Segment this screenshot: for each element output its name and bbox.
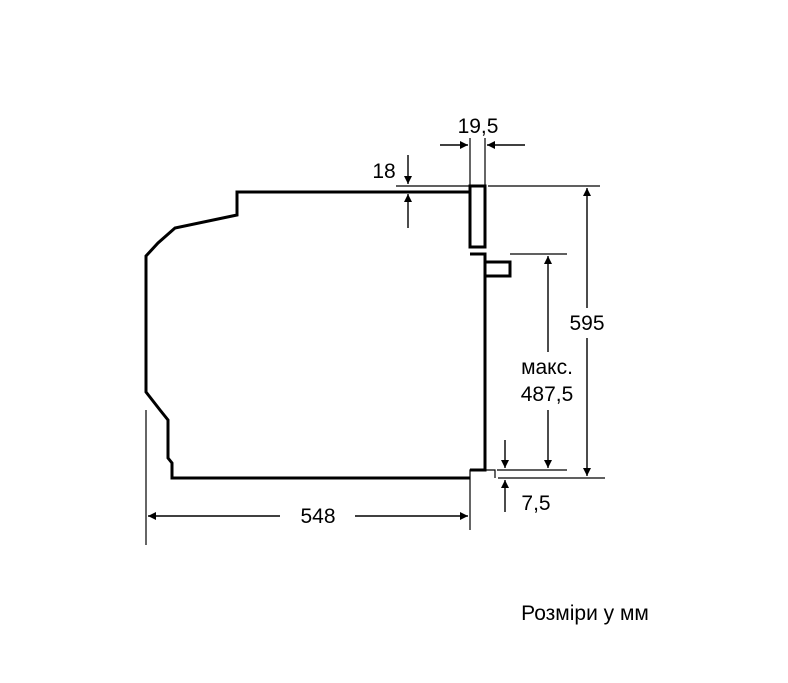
dim-label-total-height: 595 [569,312,604,335]
units-caption: Розміри у мм [521,602,649,625]
dim-label-inner-height: 487,5 [521,383,574,406]
oven-bottom-trim [469,469,496,478]
oven-door-lower [470,252,487,472]
oven-handle [485,260,512,278]
dim-label-depth: 548 [300,505,335,528]
dim-label-inner-height-bg [510,352,586,410]
dim-label-total-height-bg [562,308,612,338]
oven-body-outline [144,190,470,480]
dim-label-top-offset: 18 [372,160,395,183]
dim-label-bottom-offset: 7,5 [521,492,550,515]
oven-door-panel [468,184,487,249]
dim-label-inner-height-prefix: макс. [521,356,573,379]
dim-label-door-thickness: 19,5 [458,115,499,138]
